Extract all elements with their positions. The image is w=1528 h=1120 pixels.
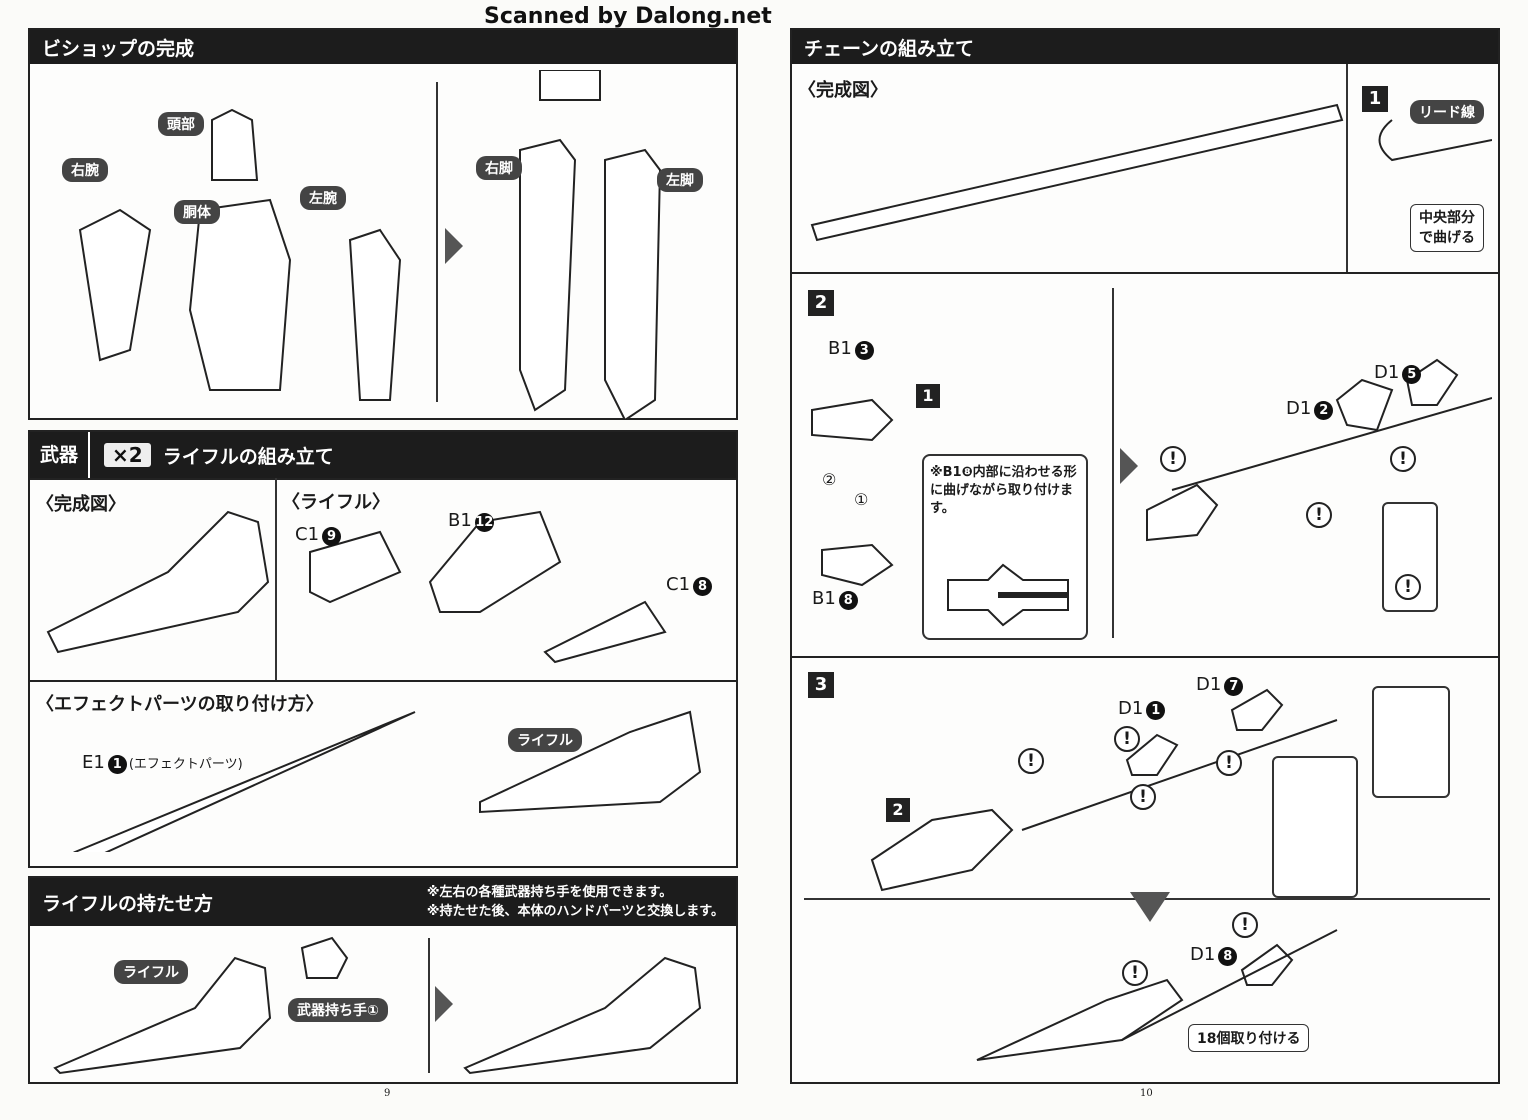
bishop-drawing xyxy=(78,70,662,420)
caution-icon: ! xyxy=(1122,960,1148,986)
complete-subtitle: 〈完成図〉 xyxy=(36,494,126,515)
label-lead-wire: リード線 xyxy=(1410,100,1484,124)
caution-icon: ! xyxy=(1390,446,1416,472)
weapon-tag: 武器 xyxy=(30,432,91,478)
page-number: 10 xyxy=(1140,1088,1153,1099)
holding-drawings xyxy=(53,936,702,1075)
note: ※B1❽内部に沿わせる形に曲げながら取り付けます。 xyxy=(930,465,1077,516)
reference-step: 2 xyxy=(886,798,910,822)
caution-icon: ! xyxy=(1232,912,1258,938)
down-arrow-icon xyxy=(1130,892,1170,922)
note-callout: ※B1❽内部に沿わせる形に曲げながら取り付けます。 xyxy=(922,454,1088,640)
quantity-badge: ×2 xyxy=(104,443,151,467)
order-1: ① xyxy=(854,490,869,509)
caution-icon: ! xyxy=(1114,726,1140,752)
label-torso: 胴体 xyxy=(174,200,220,224)
effect-subtitle: 〈エフェクトパーツの取り付け方〉 xyxy=(36,694,324,715)
chain-drawings xyxy=(810,103,1492,1061)
section-title: ビショップの完成 xyxy=(42,37,195,60)
caution-icon: ! xyxy=(1306,502,1332,528)
note: ※持たせた後、本体のハンドパーツと交換します。 xyxy=(426,904,724,919)
arrow-icon xyxy=(1120,448,1138,484)
section-title: ライフルの組み立て xyxy=(162,445,334,468)
note: ※左右の各種武器持ち手を使用できます。 xyxy=(426,885,673,900)
label-head: 頭部 xyxy=(158,112,204,136)
bishop-complete-panel: ビショップの完成 頭部 右腕 胴体 左腕 右脚 左脚 xyxy=(28,28,738,420)
step-number: 1 xyxy=(1362,86,1388,112)
section-title: チェーンの組み立て xyxy=(804,37,975,60)
step-number: 3 xyxy=(808,672,834,698)
arrow-icon xyxy=(445,228,463,264)
caution-icon: ! xyxy=(1130,784,1156,810)
caution-icon: ! xyxy=(1018,748,1044,774)
label-left-leg: 左脚 xyxy=(657,168,703,192)
caution-icon: ! xyxy=(1160,446,1186,472)
label-left-arm: 左腕 xyxy=(300,186,346,210)
caution-icon: ! xyxy=(1395,574,1421,600)
rifle-drawings xyxy=(46,510,702,852)
label-right-leg: 右脚 xyxy=(476,156,522,180)
label-rifle: ライフル xyxy=(508,728,582,752)
label-right-arm: 右腕 xyxy=(62,158,108,182)
page-number: 9 xyxy=(384,1088,391,1099)
label-rifle: ライフル xyxy=(114,960,188,984)
detail-callout xyxy=(1372,686,1450,798)
label-weapon-hand: 武器持ち手① xyxy=(288,998,388,1022)
section-title: ライフルの持たせ方 xyxy=(42,892,214,915)
arrow-icon xyxy=(435,986,453,1022)
order-2: ② xyxy=(822,470,837,489)
detail-callout xyxy=(1382,502,1438,612)
rifle-subtitle: 〈ライフル〉 xyxy=(282,492,390,513)
rifle-holding-panel: ライフルの持たせ方 ※左右の各種武器持ち手を使用できます。 ※持たせた後、本体の… xyxy=(28,876,738,1084)
step-number: 2 xyxy=(808,290,834,316)
detail-callout xyxy=(1272,756,1358,898)
repeat-label: 18個取り付ける xyxy=(1188,1024,1310,1052)
watermark: Scanned by Dalong.net xyxy=(484,4,772,29)
bend-note: 中央部分 で曲げる xyxy=(1410,204,1484,252)
caution-icon: ! xyxy=(1216,750,1242,776)
reference-step: 1 xyxy=(916,384,940,408)
complete-subtitle: 〈完成図〉 xyxy=(798,80,888,101)
